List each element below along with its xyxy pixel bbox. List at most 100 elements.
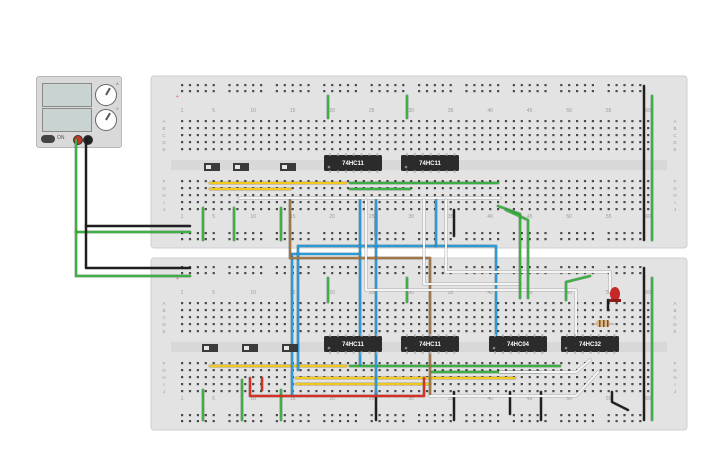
terminal-hole bbox=[323, 316, 326, 319]
wire-green-signal-1[interactable] bbox=[496, 204, 522, 300]
terminal-hole bbox=[283, 383, 286, 386]
chip-74hc11-bottom-1[interactable]: 74HC11 bbox=[324, 334, 382, 354]
chip-pin bbox=[376, 153, 379, 156]
terminal-hole bbox=[418, 362, 421, 365]
wire-blue-1[interactable] bbox=[290, 198, 362, 396]
wire-brown-1[interactable] bbox=[288, 198, 432, 396]
wire-black-psu-bottom[interactable] bbox=[84, 224, 192, 270]
rail-hole bbox=[252, 272, 255, 275]
chip-pin bbox=[352, 334, 355, 337]
terminal-hole bbox=[489, 383, 492, 386]
terminal-hole bbox=[354, 309, 357, 312]
terminal-hole bbox=[607, 194, 610, 197]
chip-74hc11-top-1[interactable]: 74HC11 bbox=[324, 153, 382, 173]
slide-switch-6[interactable] bbox=[282, 344, 298, 352]
terminal-hole bbox=[552, 390, 555, 393]
power-supply[interactable]: A V ON bbox=[36, 76, 122, 148]
terminal-hole bbox=[528, 134, 531, 137]
terminal-hole bbox=[252, 330, 255, 333]
wire-black-output[interactable] bbox=[610, 390, 630, 412]
slide-switch-1[interactable] bbox=[204, 163, 220, 171]
terminal-hole bbox=[591, 390, 594, 393]
terminal-hole bbox=[583, 316, 587, 319]
terminal-hole bbox=[394, 330, 397, 333]
wire-green-signal-2[interactable] bbox=[504, 208, 530, 300]
wire-blue-4[interactable] bbox=[434, 244, 498, 342]
chip-74hc32-bottom[interactable]: 74HC32 bbox=[561, 334, 619, 354]
terminal-hole bbox=[228, 369, 231, 372]
wire-white-5[interactable] bbox=[498, 358, 592, 374]
slide-switch-3[interactable] bbox=[280, 163, 296, 171]
terminal-hole bbox=[457, 309, 460, 312]
terminal-hole bbox=[402, 309, 405, 312]
terminal-hole bbox=[188, 369, 192, 372]
terminal-hole bbox=[631, 383, 634, 386]
terminal-hole bbox=[568, 187, 571, 190]
chip-74hc04-bottom[interactable]: 74HC04 bbox=[489, 334, 547, 354]
rail-hole bbox=[425, 414, 429, 417]
resistor[interactable] bbox=[592, 320, 614, 327]
terminal-hole bbox=[220, 376, 223, 379]
slide-switch-5[interactable] bbox=[242, 344, 258, 352]
terminal-hole bbox=[425, 187, 429, 190]
wire-green-psu-bottom[interactable] bbox=[74, 230, 192, 278]
terminal-hole bbox=[402, 180, 405, 183]
terminal-hole bbox=[291, 187, 294, 190]
terminal-hole bbox=[647, 148, 650, 151]
terminal-hole bbox=[283, 330, 286, 333]
slide-switch-2[interactable] bbox=[233, 163, 249, 171]
chip-74hc11-top-2[interactable]: 74HC11 bbox=[401, 153, 459, 173]
terminal-hole bbox=[196, 383, 199, 386]
terminal-hole bbox=[560, 148, 563, 151]
wire-red-1[interactable] bbox=[248, 376, 426, 398]
voltage-knob[interactable] bbox=[95, 109, 117, 131]
column-label: 1 bbox=[181, 214, 184, 220]
rail-hole bbox=[212, 232, 215, 235]
terminal-hole bbox=[370, 316, 373, 319]
rail-hole bbox=[583, 90, 587, 93]
wire-white-6[interactable] bbox=[428, 370, 600, 398]
terminal-hole bbox=[181, 134, 184, 137]
terminal-hole bbox=[639, 376, 642, 379]
rail-hole bbox=[299, 266, 302, 269]
red-led[interactable] bbox=[609, 287, 621, 302]
terminal-hole bbox=[228, 390, 231, 393]
terminal-hole bbox=[212, 316, 215, 319]
rail-hole bbox=[489, 84, 492, 87]
terminal-hole bbox=[623, 376, 626, 379]
terminal-hole bbox=[560, 302, 563, 305]
terminal-hole bbox=[497, 208, 500, 211]
rail-hole bbox=[260, 84, 263, 87]
power-switch[interactable] bbox=[41, 135, 55, 143]
current-knob[interactable] bbox=[95, 84, 117, 106]
terminal-hole bbox=[386, 201, 389, 204]
rail-hole bbox=[370, 238, 373, 241]
negative-terminal[interactable] bbox=[83, 135, 93, 145]
positive-terminal[interactable] bbox=[73, 135, 83, 145]
chip-74hc11-bottom-2[interactable]: 74HC11 bbox=[401, 334, 459, 354]
terminal-hole bbox=[220, 330, 223, 333]
terminal-hole bbox=[631, 120, 634, 123]
terminal-hole bbox=[362, 316, 365, 319]
terminal-hole bbox=[544, 376, 547, 379]
row-label: J bbox=[163, 389, 165, 394]
rail-hole bbox=[283, 414, 286, 417]
terminal-hole bbox=[449, 330, 452, 333]
terminal-hole bbox=[181, 316, 184, 319]
terminal-hole bbox=[244, 309, 247, 312]
wire-white-3[interactable] bbox=[422, 198, 522, 286]
terminal-hole bbox=[323, 120, 326, 123]
column-label: 50 bbox=[566, 290, 572, 296]
wire-white-2[interactable] bbox=[364, 198, 578, 344]
terminal-hole bbox=[576, 201, 579, 204]
slide-switch-4[interactable] bbox=[202, 344, 218, 352]
terminal-hole bbox=[267, 390, 271, 393]
terminal-hole bbox=[504, 369, 508, 372]
terminal-hole bbox=[291, 134, 294, 137]
terminal-hole bbox=[331, 302, 334, 305]
rail-hole bbox=[299, 420, 302, 423]
terminal-hole bbox=[552, 187, 555, 190]
wire-green-signal-3[interactable] bbox=[564, 274, 592, 302]
terminal-hole bbox=[639, 194, 642, 197]
